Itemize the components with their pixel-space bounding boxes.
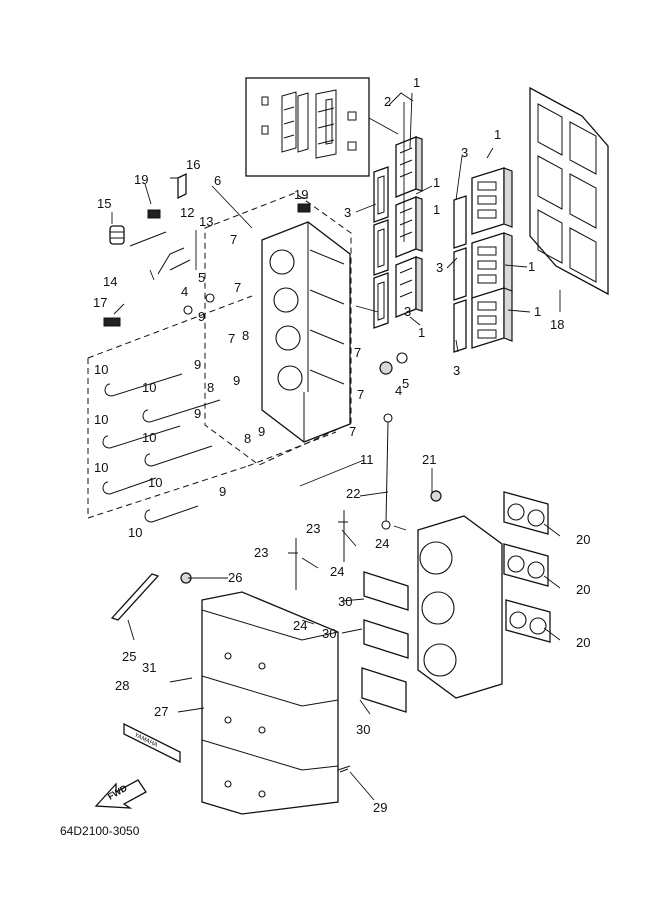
callout-label: 5	[198, 270, 205, 285]
callout-label: 3	[404, 304, 411, 319]
callout-label: 11	[360, 452, 374, 467]
callout-label: 10	[94, 460, 108, 475]
callout-label: 10	[94, 362, 108, 377]
carb-gaskets	[503, 491, 551, 643]
callout-label: 5	[402, 376, 409, 391]
intake-manifold	[261, 221, 351, 443]
connector-assembly	[110, 572, 192, 621]
reed-valve-stack-right	[453, 167, 513, 353]
callout-label: 10	[142, 380, 156, 395]
callout-label: 30	[338, 594, 352, 609]
callout-label: 24	[293, 618, 307, 633]
callout-label: 1	[433, 175, 440, 190]
callout-label: 20	[576, 532, 590, 547]
callout-label: 20	[576, 582, 590, 597]
callout-label: 17	[93, 295, 107, 310]
callout-label: 7	[357, 387, 364, 402]
forward-arrow: FWD	[94, 779, 147, 809]
callout-label: 9	[194, 357, 201, 372]
callout-label: 8	[207, 380, 214, 395]
callout-label: 18	[550, 317, 564, 332]
linkage-rods	[295, 413, 393, 590]
hose-set	[102, 231, 221, 523]
callout-label: 10	[142, 430, 156, 445]
callout-label: 10	[94, 412, 108, 427]
callout-label: 19	[134, 172, 148, 187]
callout-label: 26	[228, 570, 242, 585]
callout-label: 1	[494, 127, 501, 142]
reed-valve-detail-inset	[245, 77, 399, 177]
callout-label: 27	[154, 704, 168, 719]
callout-label: 20	[576, 635, 590, 650]
callout-label: 30	[322, 626, 336, 641]
callout-label: 3	[453, 363, 460, 378]
callout-label: 2	[384, 94, 391, 109]
leader-lines	[111, 92, 561, 801]
decal: YAMAHA	[123, 722, 181, 764]
intake-silencer-cover	[201, 591, 339, 815]
callout-label: 19	[294, 187, 308, 202]
callout-label: 31	[142, 660, 156, 675]
drain-tube	[337, 765, 351, 771]
callout-label: 16	[186, 157, 200, 172]
callout-label: 23	[254, 545, 268, 560]
callout-label: 15	[97, 196, 111, 211]
callout-label: 3	[344, 205, 351, 220]
callout-label: 7	[230, 232, 237, 247]
callout-label: 3	[461, 145, 468, 160]
callout-label: 8	[242, 328, 249, 343]
callout-label: 4	[181, 284, 188, 299]
callout-label: 25	[122, 649, 136, 664]
callout-label: 22	[346, 486, 360, 501]
callout-label: 8	[244, 431, 251, 446]
callout-label: 30	[356, 722, 370, 737]
callout-label: 7	[234, 280, 241, 295]
callout-label: 6	[214, 173, 221, 188]
callout-label: 1	[528, 259, 535, 274]
callout-label: 9	[219, 484, 226, 499]
callout-label: 7	[354, 345, 361, 360]
callout-label: 21	[422, 452, 436, 467]
carburetor-bodies	[417, 515, 503, 699]
flange-gaskets	[361, 571, 409, 713]
callout-label: 23	[306, 521, 320, 536]
callout-label: 14	[103, 274, 117, 289]
callout-label: 1	[534, 304, 541, 319]
reed-valve-stack-center	[373, 136, 423, 329]
drain-tube-end	[339, 768, 349, 773]
callout-label: 9	[198, 309, 205, 324]
diagram-code: 64D2100-3050	[60, 824, 140, 838]
callout-label: 1	[418, 325, 425, 340]
callout-label: 9	[194, 406, 201, 421]
intake-gasket-large	[529, 86, 609, 296]
callout-label: 7	[349, 424, 356, 439]
callout-label: 9	[233, 373, 240, 388]
callout-label: 7	[228, 331, 235, 346]
callout-label: 1	[413, 75, 420, 90]
callout-label: 10	[128, 525, 142, 540]
callout-label: 24	[375, 536, 389, 551]
assembly-outline-dashed	[87, 192, 352, 519]
callout-label: 9	[258, 424, 265, 439]
callout-label: 12	[180, 205, 194, 220]
callout-label: 13	[199, 214, 213, 229]
callout-label: 24	[330, 564, 344, 579]
callout-labels: 1 1 1 1 1 1 1 2 3 3 3 3 3 4 4 5 5 6 7 7 …	[93, 75, 590, 815]
callout-label: 4	[395, 383, 402, 398]
callout-label: 10	[148, 475, 162, 490]
fittings-and-screws	[103, 172, 442, 502]
callout-label: 29	[373, 800, 387, 815]
callout-label: 1	[433, 202, 440, 217]
callout-label: 3	[436, 260, 443, 275]
callout-label: 28	[115, 678, 129, 693]
